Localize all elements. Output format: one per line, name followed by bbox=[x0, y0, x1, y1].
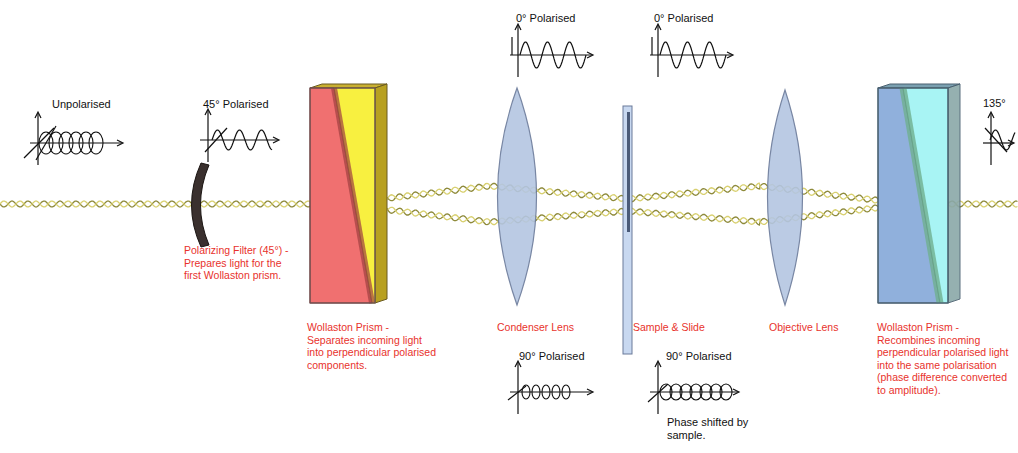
stroke bbox=[657, 362, 658, 414]
stroke bbox=[562, 385, 570, 399]
condenser-lens bbox=[498, 88, 537, 305]
polarisation-label: 90° Polarised bbox=[666, 350, 756, 363]
stroke bbox=[510, 54, 592, 55]
polarisation-label: 90° Polarised bbox=[519, 350, 609, 363]
stroke bbox=[522, 385, 530, 399]
stroke bbox=[89, 132, 103, 154]
stroke bbox=[727, 52, 733, 58]
component-label: Objective Lens bbox=[769, 321, 864, 334]
component-label: Condenser Lens bbox=[497, 321, 592, 334]
stroke bbox=[657, 25, 658, 77]
stroke bbox=[515, 24, 521, 30]
component-label: Wollaston Prism - Separates incoming lig… bbox=[307, 321, 437, 371]
stroke bbox=[552, 385, 560, 399]
polarizing-filter bbox=[192, 163, 210, 247]
component-label: Polarizing Filter (45°) - Prepares light… bbox=[184, 244, 300, 282]
objective-lens bbox=[768, 90, 803, 305]
stroke bbox=[985, 128, 1007, 152]
wollaston-prism bbox=[310, 84, 387, 303]
stroke bbox=[517, 25, 518, 77]
stroke bbox=[212, 130, 272, 150]
stroke bbox=[587, 52, 593, 58]
stroke bbox=[517, 362, 518, 414]
stroke bbox=[30, 142, 122, 143]
stroke bbox=[650, 54, 732, 55]
stroke bbox=[117, 140, 123, 146]
stroke bbox=[35, 112, 41, 118]
stroke bbox=[508, 386, 526, 400]
stroke bbox=[207, 110, 208, 162]
stroke bbox=[520, 42, 586, 68]
polarisation-label: Phase shifted by sample. bbox=[667, 416, 777, 442]
stroke bbox=[650, 391, 738, 392]
stroke bbox=[511, 37, 512, 55]
stroke bbox=[587, 389, 593, 395]
stroke bbox=[532, 385, 540, 399]
stroke bbox=[542, 385, 550, 399]
stroke bbox=[651, 37, 652, 55]
polarisation-label: Unpolarised bbox=[52, 98, 132, 111]
stroke bbox=[988, 112, 994, 118]
stroke bbox=[660, 42, 726, 68]
wollaston-prism bbox=[878, 84, 960, 303]
stroke bbox=[36, 126, 56, 160]
stroke bbox=[273, 137, 279, 143]
polarisation-label: 45° Polarised bbox=[203, 98, 293, 111]
stroke bbox=[655, 24, 661, 30]
component-label: Wollaston Prism - Recombines incoming pe… bbox=[877, 321, 1013, 396]
light-beam bbox=[0, 201, 339, 207]
component-label: Sample & Slide bbox=[633, 321, 728, 334]
light-beam bbox=[0, 201, 339, 207]
stroke bbox=[24, 128, 54, 158]
polarisation-icon bbox=[24, 24, 1015, 414]
stroke bbox=[648, 384, 668, 402]
stroke bbox=[733, 389, 739, 395]
polarisation-label: 0° Polarised bbox=[516, 12, 606, 25]
sample-slide bbox=[623, 106, 632, 354]
polarisation-label: 135° bbox=[983, 97, 1014, 110]
stroke bbox=[655, 361, 661, 367]
polarisation-label: 0° Polarised bbox=[654, 12, 744, 25]
stroke bbox=[720, 384, 732, 400]
